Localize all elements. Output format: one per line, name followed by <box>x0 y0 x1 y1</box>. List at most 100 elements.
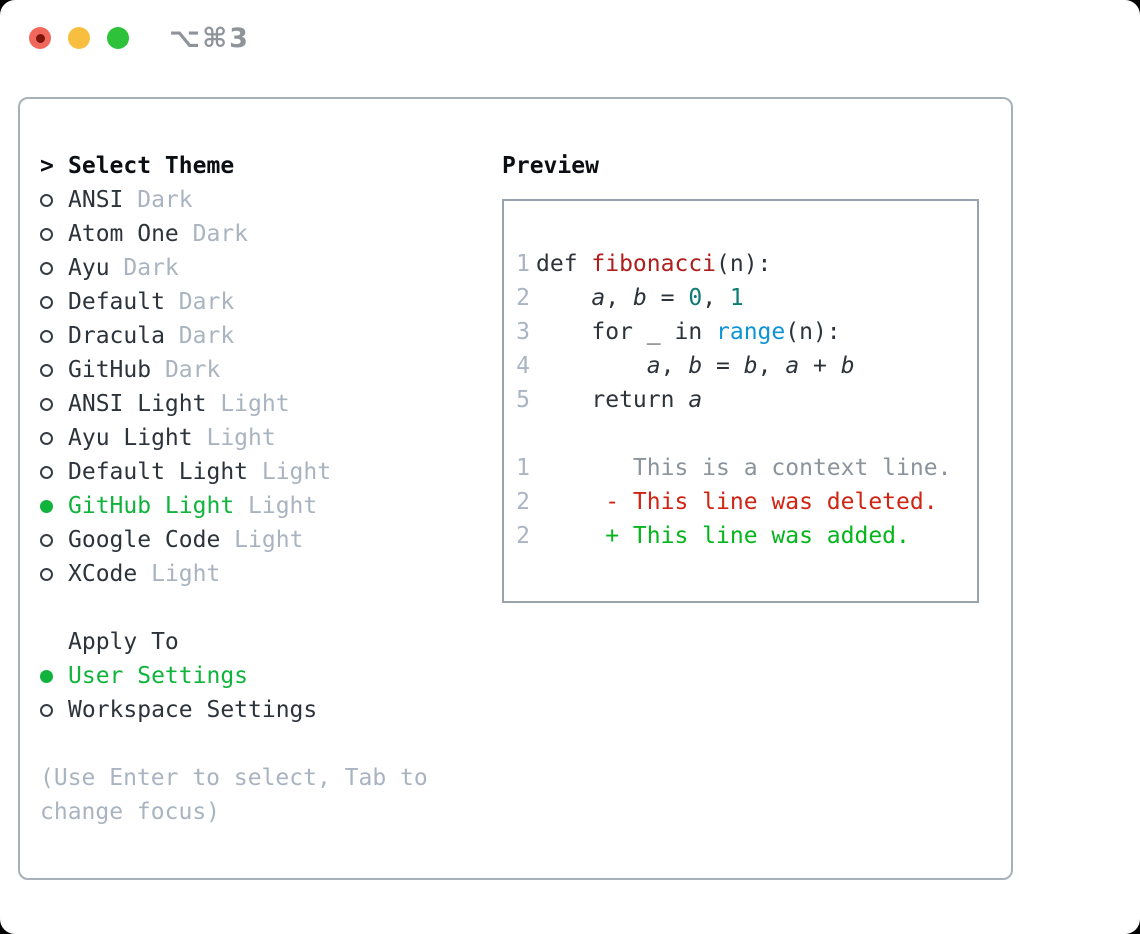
theme-option-xcode[interactable]: XCode Light <box>40 557 485 591</box>
option-label: XCode <box>68 561 138 587</box>
radio-unselected-icon <box>40 703 53 717</box>
apply-to-header: Apply To <box>40 625 485 659</box>
theme-option-github-light[interactable]: GitHub Light Light <box>40 489 485 523</box>
traffic-lights <box>29 27 129 49</box>
close-button-icon[interactable] <box>29 27 51 49</box>
code-token-var: b <box>632 285 647 311</box>
code-blank-line <box>516 417 967 451</box>
theme-option-default[interactable]: Default Dark <box>40 285 485 319</box>
line-number: 2 <box>516 523 530 549</box>
radio-unselected-icon <box>40 567 53 581</box>
option-label: Ayu <box>68 255 110 281</box>
option-label: GitHub Light <box>68 493 235 519</box>
code-token-var: a <box>785 353 800 379</box>
option-label: GitHub <box>68 357 152 383</box>
option-label: Workspace Settings <box>68 697 318 723</box>
radio-unselected-icon <box>40 227 53 241</box>
theme-option-ayu-light[interactable]: Ayu Light Light <box>40 421 485 455</box>
title-bar: ⌥⌘3 <box>0 0 1140 76</box>
theme-option-atom-one[interactable]: Atom One Dark <box>40 217 485 251</box>
option-label: User Settings <box>68 663 249 689</box>
theme-option-google-code[interactable]: Google Code Light <box>40 523 485 557</box>
code-token-plain <box>536 353 647 379</box>
radio-unselected-icon <box>40 431 53 445</box>
code-token-var: a <box>591 285 606 311</box>
theme-option-ansi-light[interactable]: ANSI Light Light <box>40 387 485 421</box>
code-token-context: This is a context line. <box>536 455 952 481</box>
window-shortcut-label: ⌥⌘3 <box>169 22 250 54</box>
code-line: 2 - This line was deleted. <box>516 485 967 519</box>
code-token-num: 1 <box>729 285 744 311</box>
radio-selected-icon <box>40 499 53 513</box>
line-number: 3 <box>516 319 530 345</box>
code-token-plain: for _ in <box>536 319 717 345</box>
code-token-var: b <box>688 353 703 379</box>
theme-variant-tag: Dark <box>109 255 179 281</box>
option-label: Google Code <box>68 527 221 553</box>
code-token-var: a <box>646 353 661 379</box>
code-token-num: 0 <box>688 285 703 311</box>
select-theme-header: > Select Theme <box>40 149 485 183</box>
cursor-prompt-icon: > <box>40 153 54 179</box>
code-token-plain: , <box>605 285 633 311</box>
code-token-plain: , <box>702 285 730 311</box>
theme-variant-tag: Dark <box>164 289 235 315</box>
code-token-added: + This line was added. <box>536 523 910 549</box>
theme-variant-tag: Dark <box>164 323 235 349</box>
minimize-button-icon[interactable] <box>68 27 90 49</box>
theme-option-ansi[interactable]: ANSI Dark <box>40 183 485 217</box>
code-line: 2 a, b = 0, 1 <box>516 281 967 315</box>
code-token-plain: , <box>757 353 786 379</box>
theme-variant-tag: Light <box>220 527 304 553</box>
apply-option-user-settings[interactable]: User Settings <box>40 659 485 693</box>
code-token-plain: = <box>702 353 744 379</box>
code-line: 5 return a <box>516 383 967 417</box>
radio-unselected-icon <box>40 295 53 309</box>
keyboard-hint: (Use Enter to select, Tab to change focu… <box>40 765 428 825</box>
theme-option-github[interactable]: GitHub Dark <box>40 353 485 387</box>
theme-variant-tag: Light <box>248 459 332 485</box>
code-line: 2 + This line was added. <box>516 519 967 553</box>
zoom-button-icon[interactable] <box>107 27 129 49</box>
code-token-plain: return <box>536 387 689 413</box>
option-label: Default <box>68 289 165 315</box>
theme-variant-tag: Light <box>206 391 290 417</box>
theme-option-default-light[interactable]: Default Light Light <box>40 455 485 489</box>
theme-variant-tag: Light <box>137 561 221 587</box>
theme-variant-tag: Dark <box>151 357 221 383</box>
radio-unselected-icon <box>40 363 53 377</box>
unsaved-dot-icon <box>35 33 45 43</box>
line-number: 1 <box>516 455 530 481</box>
line-number: 5 <box>516 387 530 413</box>
line-number: 4 <box>516 353 530 379</box>
code-token-plain: (n): <box>716 251 772 277</box>
radio-unselected-icon <box>40 261 53 275</box>
code-token-var: a <box>688 387 703 413</box>
option-label: Default Light <box>68 459 249 485</box>
option-label: ANSI Light <box>68 391 207 417</box>
apply-option-workspace-settings[interactable]: Workspace Settings <box>40 693 485 727</box>
radio-selected-icon <box>40 669 53 683</box>
code-line: 1 This is a context line. <box>516 451 967 485</box>
theme-option-ayu[interactable]: Ayu Dark <box>40 251 485 285</box>
line-number: 2 <box>516 489 530 515</box>
radio-unselected-icon <box>40 397 53 411</box>
code-token-plain: (n): <box>785 319 841 345</box>
theme-option-dracula[interactable]: Dracula Dark <box>40 319 485 353</box>
theme-variant-tag: Dark <box>123 187 193 213</box>
radio-unselected-icon <box>40 329 53 343</box>
theme-variant-tag: Light <box>192 425 276 451</box>
code-line: 3 for _ in range(n): <box>516 315 967 349</box>
option-label: Dracula <box>68 323 165 349</box>
line-number: 2 <box>516 285 530 311</box>
line-number: 1 <box>516 251 530 277</box>
code-token-var: b <box>743 353 758 379</box>
option-label: ANSI <box>68 187 124 213</box>
